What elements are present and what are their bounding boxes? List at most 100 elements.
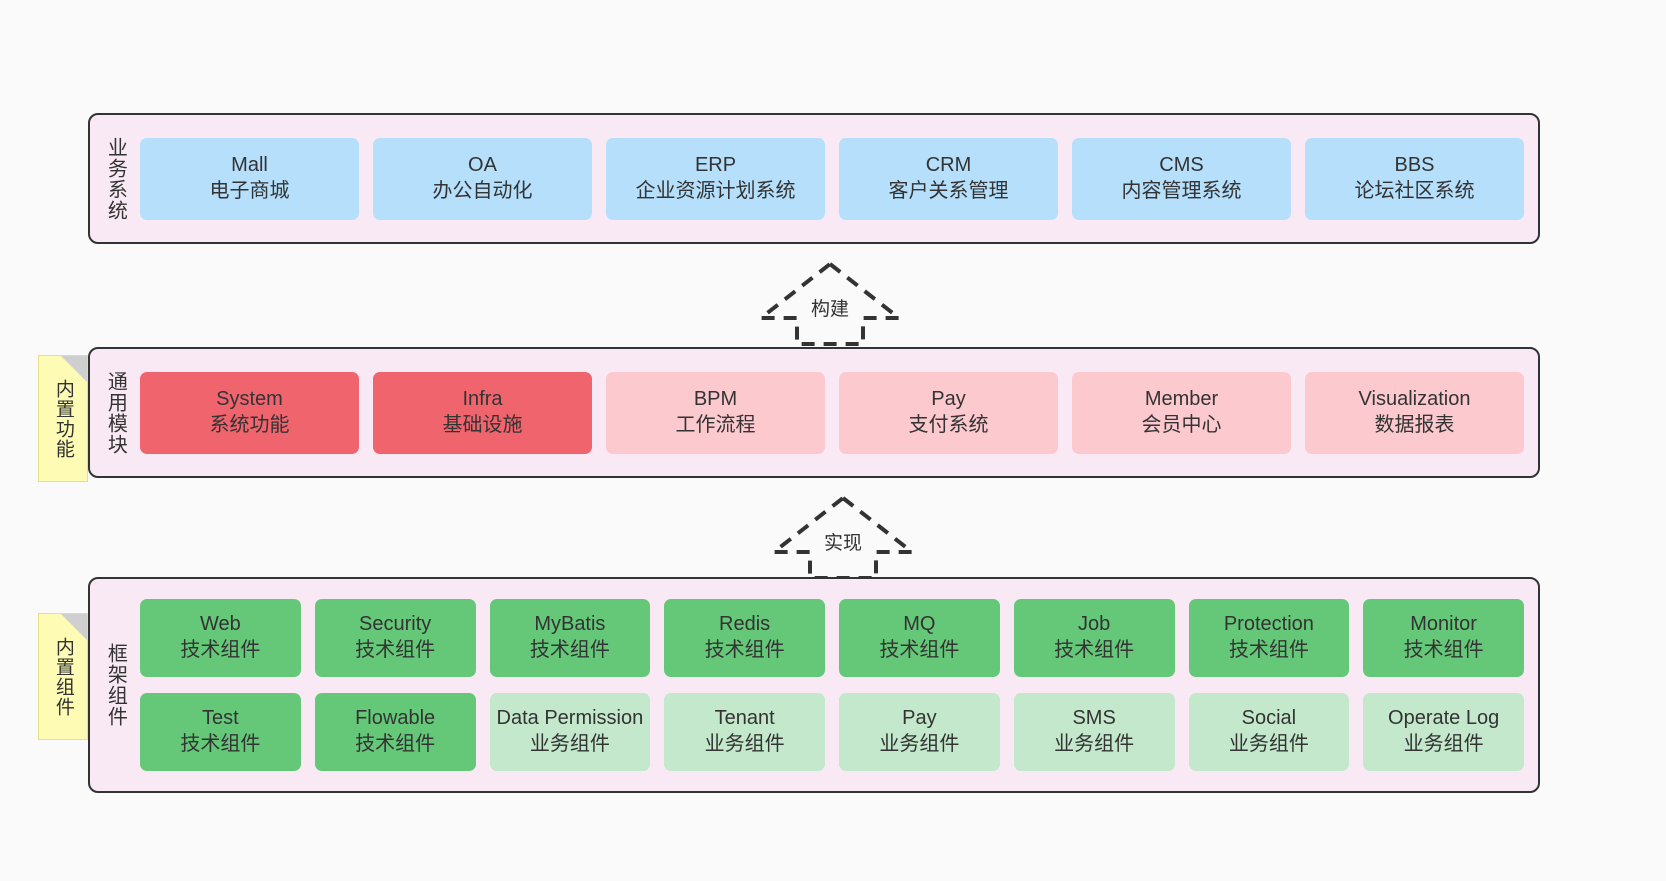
node-oa[interactable]: OA 办公自动化 [373,137,592,220]
node-title: BBS [1394,153,1435,176]
node-redis[interactable]: Redis 技术组件 [664,599,825,677]
node-row: Web 技术组件 Security 技术组件 MyBatis 技术组件 Redi… [140,599,1524,677]
node-test[interactable]: Test 技术组件 [140,693,301,771]
layer-title-framework-component: 框架组件 [104,643,127,727]
node-flowable[interactable]: Flowable 技术组件 [314,693,476,771]
node-title: Job [1078,613,1111,636]
node-title: SMS [1072,707,1116,730]
node-title: Protection [1223,613,1314,636]
layer-title-business-system: 业务系统 [104,136,127,221]
node-mq[interactable]: MQ 技术组件 [839,599,1000,677]
node-title: OA [468,153,497,176]
node-title: Pay [931,387,966,410]
connector-implement-label: 实现 [823,533,862,554]
node-title: Infra [462,387,503,410]
node-title: BPM [693,387,738,410]
node-subtitle: 业务组件 [1228,733,1309,755]
node-visualization[interactable]: Visualization 数据报表 [1305,371,1524,454]
node-title: Tenant [714,707,775,730]
node-subtitle: 系统功能 [209,413,290,436]
node-title: Data Permission [496,707,644,730]
node-subtitle: 技术组件 [1054,639,1135,661]
node-bbs[interactable]: BBS 论坛社区系统 [1305,137,1524,220]
node-subtitle: 技术组件 [704,639,785,661]
node-title: Mall [231,153,268,176]
node-sms[interactable]: SMS 业务组件 [1013,693,1175,771]
node-title: Redis [719,613,771,636]
node-subtitle: 办公自动化 [432,179,533,202]
node-title: Test [202,707,239,730]
layer-framework-component: 框架组件 Web 技术组件 Security 技术组件 MyBatis 技术组件… [88,577,1540,793]
node-member[interactable]: Member 会员中心 [1072,371,1291,454]
node-title: Flowable [355,707,436,730]
node-subtitle: 业务组件 [1403,733,1484,755]
connector-build-label: 构建 [810,299,849,320]
node-title: Operate Log [1388,707,1500,730]
node-subtitle: 客户关系管理 [888,179,1009,202]
node-title: Visualization [1358,387,1471,410]
node-subtitle: 论坛社区系统 [1354,179,1475,202]
node-bpm[interactable]: BPM 工作流程 [606,371,825,454]
node-social[interactable]: Social 业务组件 [1188,693,1350,771]
note-builtin-component: 内置组件 [38,613,88,740]
node-title: CRM [925,153,972,176]
node-erp[interactable]: ERP 企业资源计划系统 [606,137,825,220]
node-subtitle: 业务组件 [1054,733,1135,755]
node-title: System [216,387,283,410]
node-subtitle: 技术组件 [1228,639,1309,661]
node-data-permission[interactable]: Data Permission 业务组件 [489,693,651,771]
layer-body-business-system: Mall 电子商城 OA 办公自动化 ERP 企业资源计划系统 CRM 客户关系… [140,115,1538,242]
node-mall[interactable]: Mall 电子商城 [140,137,359,220]
node-subtitle: 技术组件 [355,639,436,661]
connector-implement: 实现 [768,492,918,582]
layer-business-system: 业务系统 Mall 电子商城 OA 办公自动化 ERP 企业资源计划系统 CRM [88,113,1540,244]
node-web[interactable]: Web 技术组件 [140,599,301,677]
node-title: MQ [903,613,936,636]
node-job[interactable]: Job 技术组件 [1013,599,1175,677]
node-title: Monitor [1410,613,1477,636]
node-subtitle: 支付系统 [908,413,989,436]
node-crm[interactable]: CRM 客户关系管理 [839,137,1058,220]
node-subtitle: 技术组件 [879,639,960,661]
node-title: MyBatis [534,613,606,636]
node-subtitle: 企业资源计划系统 [635,179,796,202]
node-title: Web [199,613,241,636]
node-title: CMS [1159,153,1204,176]
node-subtitle: 技术组件 [355,733,436,755]
note-label: 内置功能 [52,378,74,459]
node-subtitle: 数据报表 [1374,413,1455,436]
connector-build: 构建 [755,258,905,348]
node-protection[interactable]: Protection 技术组件 [1188,599,1350,677]
node-subtitle: 业务组件 [879,733,960,755]
note-builtin-function: 内置功能 [38,355,88,482]
node-title: Security [359,613,432,636]
node-title: ERP [694,153,737,176]
node-row: Test 技术组件 Flowable 技术组件 Data Permission … [140,693,1524,771]
node-title: Social [1241,707,1297,730]
node-cms[interactable]: CMS 内容管理系统 [1072,137,1291,220]
node-infra[interactable]: Infra 基础设施 [373,371,592,454]
node-title: Pay [902,707,937,730]
node-operate-log[interactable]: Operate Log 业务组件 [1363,693,1524,771]
node-tenant[interactable]: Tenant 业务组件 [664,693,825,771]
node-pay-module[interactable]: Pay 支付系统 [839,371,1058,454]
node-row: Mall 电子商城 OA 办公自动化 ERP 企业资源计划系统 CRM 客户关系… [140,137,1524,220]
node-security[interactable]: Security 技术组件 [314,599,476,677]
node-system[interactable]: System 系统功能 [140,371,359,454]
note-fold-icon [61,614,87,640]
node-monitor[interactable]: Monitor 技术组件 [1363,599,1524,677]
node-subtitle: 内容管理系统 [1121,179,1242,202]
node-subtitle: 工作流程 [675,413,756,436]
node-title: Member [1144,387,1219,410]
node-subtitle: 业务组件 [704,733,785,755]
layer-body-framework-component: Web 技术组件 Security 技术组件 MyBatis 技术组件 Redi… [140,579,1538,791]
note-fold-icon [61,356,87,382]
node-subtitle: 会员中心 [1141,413,1222,436]
node-subtitle: 电子商城 [209,179,290,202]
node-subtitle: 技术组件 [529,639,610,661]
node-mybatis[interactable]: MyBatis 技术组件 [489,599,651,677]
layer-body-common-module: System 系统功能 Infra 基础设施 BPM 工作流程 Pay 支付系统… [140,349,1538,476]
node-pay-component[interactable]: Pay 业务组件 [839,693,1000,771]
note-label: 内置组件 [52,636,74,717]
